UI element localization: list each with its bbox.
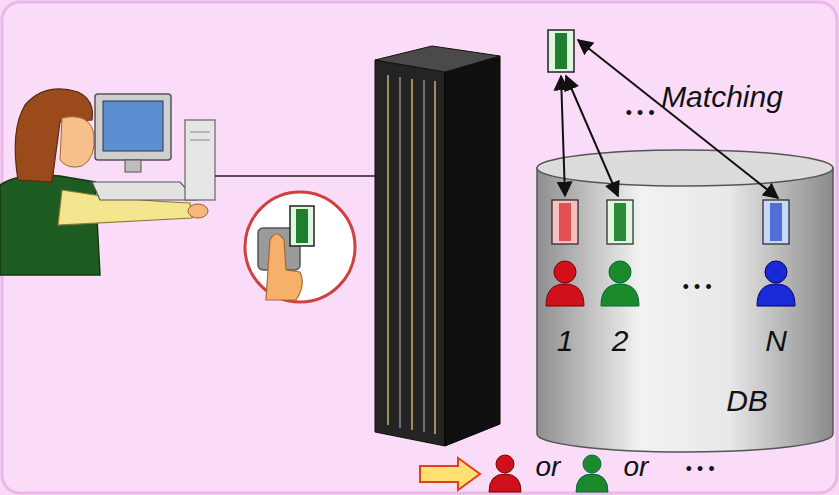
enrolled-person [546,261,584,306]
monitor-frame [95,94,171,160]
server-top [375,46,500,72]
database-cylinder: 12 N DB [535,148,835,454]
matching-arrow [561,76,565,196]
annotation-text: or [611,452,661,483]
person-head [609,261,631,283]
person-body [576,474,608,492]
capture-inset [245,192,355,302]
annotation-text: or [523,452,573,483]
record-number: 1 [540,324,590,357]
fingerprint-template [290,206,314,246]
network-cable [215,175,380,177]
result-arrow [420,458,480,490]
user-hand [188,204,208,218]
template-stripe [555,33,567,69]
enrolled-person [601,261,639,306]
matching-arrow [566,76,618,196]
cylinder-body [537,168,833,452]
stored-template [552,200,578,244]
stored-template [763,200,789,244]
person-head [496,455,514,473]
result-person [576,455,608,492]
template-stripe [614,203,626,241]
person-head [765,261,787,283]
template-stripe [559,203,571,241]
computer-terminal [92,94,215,200]
person-body [601,284,639,306]
matching-arrow [578,40,778,198]
server-tower [375,46,500,446]
server-stripe [423,80,425,432]
server-stripe [434,81,436,434]
pc-tower [185,120,215,200]
stored-template [607,200,633,244]
person-body [489,474,521,492]
monitor-screen [103,101,163,151]
template-stripe [770,203,782,241]
pc-slot [190,140,210,141]
probe-template [548,30,574,72]
person-head [583,455,601,473]
cylinder-outline [535,148,835,454]
annotation-text: • • • [605,104,675,124]
user-face [60,117,94,167]
enrolled-person [757,261,795,306]
inset-circle [245,192,355,302]
cylinder-top [537,150,833,186]
server-stripe [411,79,413,430]
template-stripe [296,209,308,243]
annotation-text: • • • [662,278,732,298]
record-number: N [751,324,801,357]
process-label: Matching [632,80,812,113]
annotation-text: • • • [665,460,735,480]
record-number: 2 [595,324,645,357]
monitor-stand [125,160,141,172]
database-label: DB [707,384,787,417]
person-body [757,284,795,306]
server-front [375,60,445,446]
server-stripe [399,77,401,428]
person-body [546,284,584,306]
pc-slot [190,132,210,133]
keyboard [92,182,196,200]
result-person [489,455,521,492]
server-side [445,56,500,446]
user-figure [0,89,208,275]
server-stripe [387,75,389,425]
person-head [554,261,576,283]
user-vest [0,175,100,275]
